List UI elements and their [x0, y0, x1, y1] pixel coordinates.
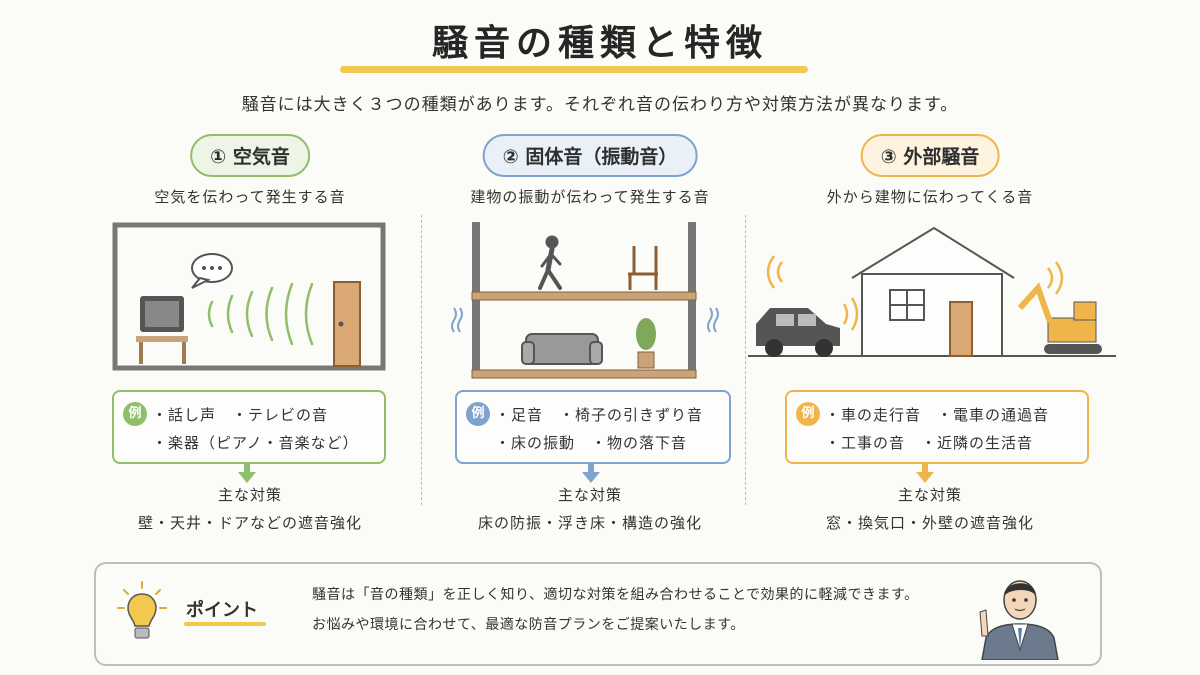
example-line: ・床の振動 ・物の落下音: [495, 434, 688, 452]
point-underline: [184, 622, 266, 626]
point-text-line: 騒音は「音の種類」を正しく知り、適切な対策を組み合わせることで効果的に軽減できま…: [312, 587, 919, 603]
external-label: ③ 外部騒音: [860, 134, 1000, 177]
measure-heading: 主な対策: [897, 486, 962, 504]
arrow-down-icon: [582, 462, 600, 483]
walking-person-icon: [538, 235, 562, 290]
point-box: [94, 562, 1102, 666]
measure-text: 窓・換気口・外壁の遮音強化: [825, 514, 1034, 532]
measure-text: 床の防振・浮き床・構造の強化: [477, 514, 702, 532]
example-line: ・工事の音 ・近隣の生活音: [825, 434, 1034, 452]
sofa-icon: [521, 333, 603, 365]
column-divider: [421, 215, 422, 505]
tv-icon: [136, 296, 188, 364]
page-subtitle: 騒音には大きく３つの種類があります。それぞれ音の伝わり方や対策方法が異なります。: [241, 95, 959, 115]
structure-borne-description: 建物の振動が伝わって発生する音: [470, 188, 710, 206]
point-label: ポイント: [186, 600, 258, 621]
structure-borne-illustration: [451, 222, 719, 379]
arrow-down-icon: [916, 462, 934, 483]
example-line: ・足音 ・椅子の引きずり音: [495, 406, 704, 424]
vibration-icon: [451, 307, 719, 333]
airborne-description: 空気を伝わって発生する音: [154, 188, 346, 206]
arrow-down-icon: [238, 462, 256, 483]
page-title: 騒音の種類と特徴: [431, 23, 768, 64]
external-illustration: [748, 226, 1116, 357]
external-description: 外から建物に伝わってくる音: [826, 188, 1034, 206]
point-text-line: お悩みや環境に合わせて、最適な防音プランをご提案いたします。: [312, 617, 745, 633]
external-examples: 例 ・車の走行音 ・電車の通過音 ・工事の音 ・近隣の生活音: [785, 390, 1089, 464]
light-bulb-icon: [117, 581, 167, 639]
speech-bubble-icon: [191, 253, 233, 289]
chair-icon: [628, 246, 658, 290]
car-icon: [756, 308, 840, 357]
structure-borne-label: ② 固体音（振動音）: [482, 134, 698, 177]
external-measures: 主な対策 窓・換気口・外壁の遮音強化: [780, 484, 1080, 544]
measure-heading: 主な対策: [217, 486, 282, 504]
house-icon: [851, 226, 1015, 357]
sound-wave-icon: [766, 255, 1064, 331]
example-line: ・車の走行音 ・電車の通過音: [825, 406, 1050, 424]
airborne-measures: 主な対策 壁・天井・ドアなどの遮音強化: [100, 484, 400, 544]
structure-borne-measures: 主な対策 床の防振・浮き床・構造の強化: [440, 484, 740, 544]
example-badge: 例: [123, 402, 147, 426]
excavator-icon: [1017, 282, 1102, 354]
example-badge: 例: [796, 402, 820, 426]
example-line: ・話し声 ・テレビの音: [152, 406, 329, 424]
airborne-illustration: [112, 222, 386, 371]
structure-borne-examples: 例 ・足音 ・椅子の引きずり音 ・床の振動 ・物の落下音: [455, 390, 731, 464]
measure-text: 壁・天井・ドアなどの遮音強化: [137, 514, 362, 532]
airborne-label: ① 空気音: [190, 134, 310, 177]
door-icon: [333, 281, 361, 367]
title-underline: [340, 66, 808, 73]
plant-icon: [636, 318, 656, 369]
column-divider: [745, 215, 746, 505]
example-badge: 例: [466, 402, 490, 426]
presenter-icon: [979, 580, 1059, 660]
measure-heading: 主な対策: [557, 486, 622, 504]
airborne-examples: 例 ・話し声 ・テレビの音 ・楽器（ピアノ・音楽など）: [112, 390, 386, 464]
sound-wave-icon: [207, 282, 314, 346]
example-line: ・楽器（ピアノ・音楽など）: [152, 434, 359, 452]
